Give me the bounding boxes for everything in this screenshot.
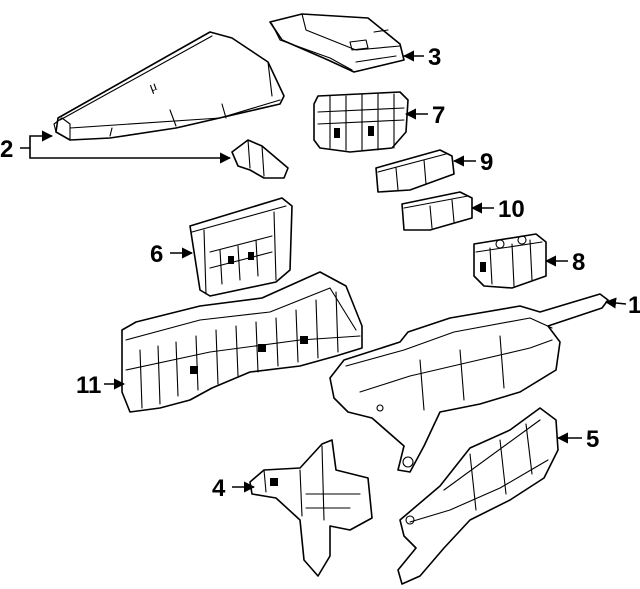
leader-1 — [604, 297, 627, 309]
leader-2a — [20, 130, 54, 149]
callout-9: 9 — [480, 149, 493, 176]
callout-labels: 1 2 3 4 5 6 7 8 9 10 11 — [0, 44, 640, 502]
part-5-bracket[interactable] — [397, 407, 559, 585]
leader-2b — [29, 148, 232, 164]
callout-2: 2 — [0, 136, 13, 163]
callout-8: 8 — [572, 249, 585, 276]
part-4-bracket[interactable] — [249, 439, 373, 577]
part-11-junction-block[interactable] — [121, 271, 363, 413]
part-7-relay-block[interactable] — [313, 91, 409, 153]
callout-1: 1 — [628, 292, 640, 319]
callout-5: 5 — [586, 426, 599, 453]
callout-7: 7 — [432, 102, 445, 129]
callout-11: 11 — [76, 372, 101, 399]
callout-6: 6 — [150, 241, 163, 268]
part-8-relay[interactable] — [473, 233, 547, 289]
part-2-cover[interactable]: μ — [53, 31, 285, 141]
part-9-fuse[interactable] — [375, 149, 455, 193]
callout-3: 3 — [428, 44, 441, 71]
callout-10: 10 — [498, 196, 525, 223]
part-10-fuse[interactable] — [401, 191, 473, 231]
part-6-relay-block[interactable] — [189, 197, 293, 297]
callout-4: 4 — [212, 475, 226, 502]
part-3-holder[interactable] — [269, 13, 405, 73]
part-2-clip[interactable] — [231, 139, 289, 179]
part-1-bracket[interactable] — [329, 293, 609, 473]
leader-lines — [20, 50, 627, 493]
